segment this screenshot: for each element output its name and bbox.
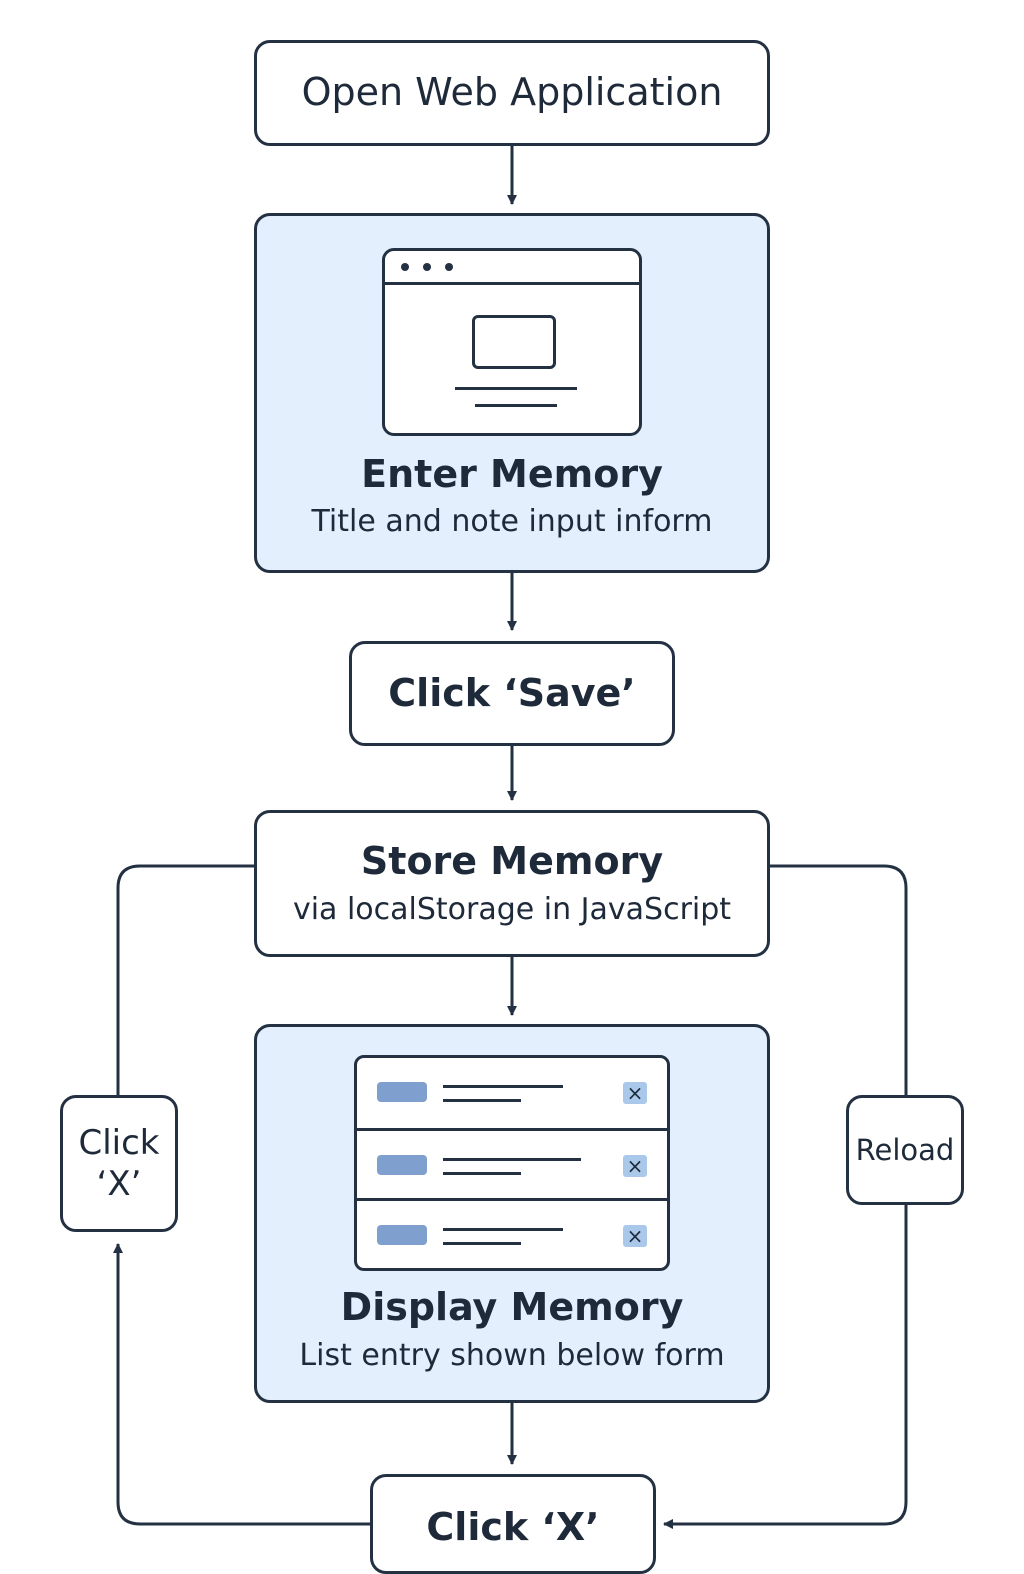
node-subtitle: List entry shown below form (299, 1337, 725, 1373)
side-label-line2: ‘X’ (96, 1163, 142, 1204)
list-item: × (357, 1128, 667, 1198)
flowchart: Open Web Application Enter Memory Title … (60, 40, 964, 1574)
line-store-to-left-loop (116, 864, 254, 1095)
node-store-memory: Store Memory via localStorage in JavaScr… (254, 810, 770, 957)
node-title: Click ‘X’ (426, 1505, 600, 1549)
node-subtitle: via localStorage in JavaScript (292, 891, 732, 927)
arrow-bottom-to-left-label (113, 1243, 370, 1526)
connectors (113, 146, 908, 1529)
browser-window-icon (382, 247, 642, 436)
close-icon: × (623, 1082, 647, 1105)
node-enter-memory: Enter Memory Title and note input inform (254, 213, 770, 573)
node-click-x-side: Click ‘X’ (60, 1095, 178, 1232)
close-icon: × (623, 1155, 647, 1178)
line-store-to-right-loop (770, 864, 908, 1095)
node-title: Display Memory (340, 1285, 684, 1330)
node-subtitle: Title and note input inform (311, 504, 713, 540)
node-open-web-application: Open Web Application (254, 40, 770, 146)
node-title: Click ‘Save’ (388, 670, 636, 715)
node-title: Enter Memory (361, 451, 663, 496)
side-label-line1: Click (78, 1122, 160, 1163)
node-title: Open Web Application (301, 70, 723, 115)
memory-list-icon: × × × (354, 1055, 670, 1272)
node-display-memory: × × × Display Memory List entry shown be… (254, 1024, 770, 1403)
node-click-x-bottom: Click ‘X’ (370, 1474, 656, 1574)
arrow-reload-to-bottom (663, 1205, 908, 1529)
close-icon: × (623, 1225, 647, 1248)
node-click-save: Click ‘Save’ (349, 641, 675, 746)
list-item: × (357, 1198, 667, 1268)
node-title: Store Memory (360, 839, 664, 884)
reload-label: Reload (855, 1132, 955, 1167)
list-item: × (357, 1058, 667, 1128)
node-reload: Reload (846, 1095, 964, 1205)
